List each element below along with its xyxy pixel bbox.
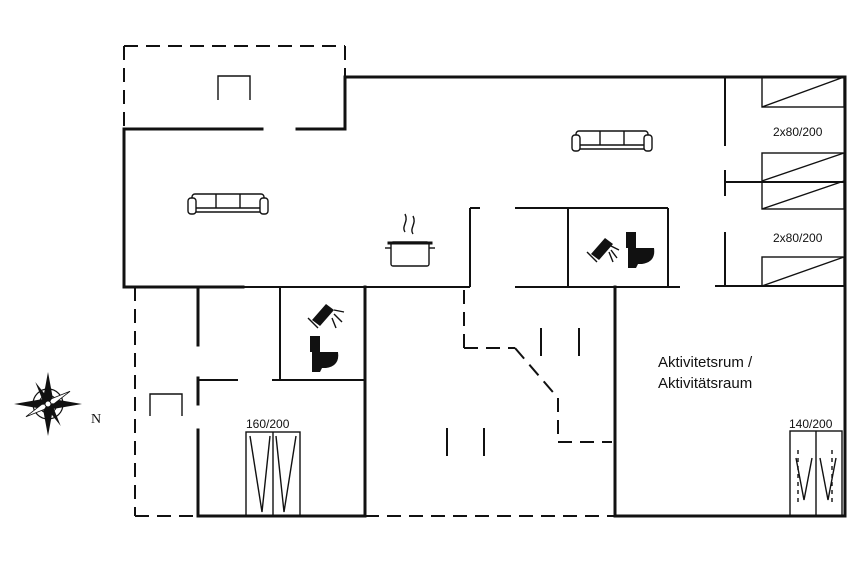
interior-walls bbox=[196, 77, 845, 518]
sofa-icon bbox=[571, 130, 653, 152]
toilet-icon bbox=[626, 232, 655, 268]
compass-north-label: N bbox=[91, 412, 101, 427]
bed-140 bbox=[789, 430, 843, 517]
bed-left-label: 160/200 bbox=[246, 417, 290, 431]
toilet-icon bbox=[310, 336, 339, 372]
sofa-icon bbox=[187, 193, 269, 215]
shower-icon bbox=[586, 238, 620, 263]
bed-middle-2x80 bbox=[761, 256, 845, 287]
bed-160 bbox=[245, 431, 301, 517]
shower-icon bbox=[307, 304, 345, 329]
bed-upper-label: 2x80/200 bbox=[773, 125, 823, 139]
bed-upper-2x80 bbox=[761, 76, 845, 210]
compass-rose-icon bbox=[14, 372, 82, 436]
activity-room-label-line1: Aktivitetsrum / bbox=[658, 354, 753, 371]
bed-right-label: 140/200 bbox=[789, 417, 833, 431]
dashed-outlines bbox=[123, 45, 615, 517]
activity-room-label-line2: Aktivitätsraum bbox=[658, 375, 752, 392]
chair-lower-left bbox=[149, 393, 183, 416]
chair-upper bbox=[217, 75, 251, 100]
cooking-pot-icon bbox=[385, 213, 435, 267]
bed-middle-label: 2x80/200 bbox=[773, 231, 823, 245]
